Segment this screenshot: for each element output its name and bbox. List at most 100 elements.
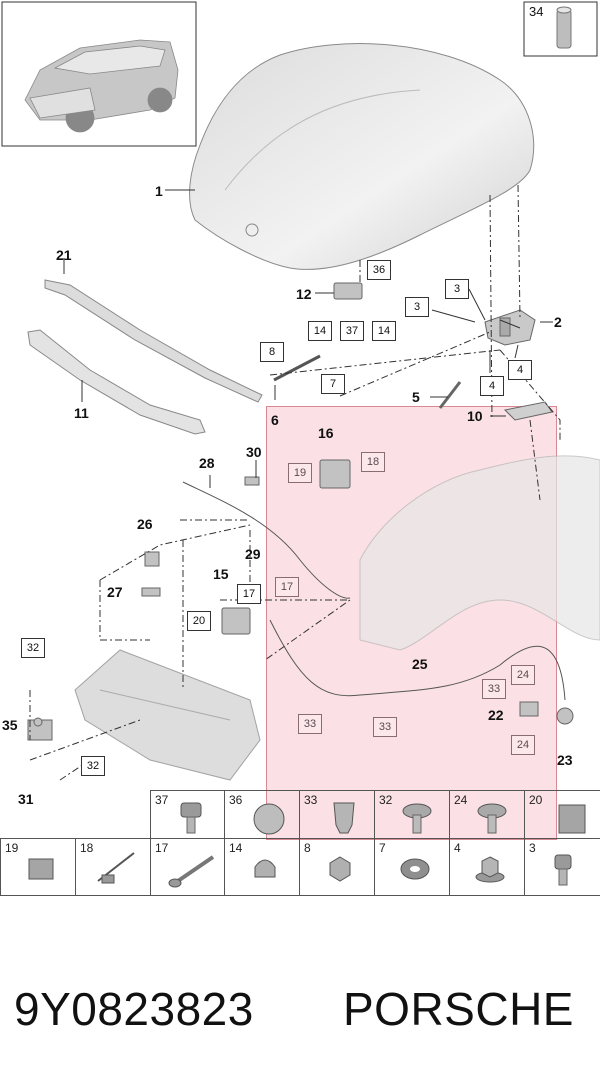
box-17a: 17 (275, 577, 299, 597)
parts-cell-label: 20 (529, 793, 543, 807)
box-33a: 33 (298, 714, 322, 734)
cap-nut-icon (254, 859, 276, 878)
callout-6: 6 (271, 412, 279, 428)
parts-cell-3: 3 (524, 838, 600, 896)
parts-cell-label: 37 (155, 793, 169, 807)
parts-cell-33: 33 (299, 790, 375, 839)
flange-nut-icon (475, 856, 505, 883)
long-bolt-icon (168, 855, 215, 888)
box-7: 7 (321, 374, 345, 394)
parts-cell-label: 14 (229, 841, 243, 855)
cable-28 (182, 481, 351, 599)
box-18: 18 (361, 452, 385, 472)
callout-29: 29 (245, 546, 261, 562)
hood-hinge-2 (484, 309, 536, 346)
parts-cell-19: 19 (0, 838, 76, 896)
cable-25 (269, 619, 566, 701)
bracket-10 (503, 401, 553, 421)
callout-25: 25 (412, 656, 428, 672)
box-19: 19 (288, 463, 312, 483)
box-17b: 17 (237, 584, 261, 604)
washer-icon (400, 858, 430, 880)
parts-cell-8: 8 (299, 838, 375, 896)
box-20: 20 (187, 611, 211, 631)
callout-11: 11 (74, 405, 89, 421)
parts-cell-7: 7 (374, 838, 450, 896)
parts-cell-24: 24 (449, 790, 525, 839)
box-14a: 14 (308, 321, 332, 341)
parts-cell-label: 24 (454, 793, 468, 807)
box-8: 8 (260, 342, 284, 362)
parts-cell-label: 36 (229, 793, 243, 807)
brand-name: PORSCHE (343, 983, 574, 1035)
box-24b: 24 (511, 735, 535, 755)
parts-cell-label: 33 (304, 793, 318, 807)
box-32b: 32 (81, 756, 105, 776)
cable-tie-icon (97, 852, 135, 884)
box-3a: 3 (445, 279, 469, 299)
parts-cell-label: 19 (5, 841, 19, 855)
callout-15: 15 (213, 566, 229, 582)
box-36: 36 (367, 260, 391, 280)
seal-21 (44, 279, 263, 403)
bracket-icon (558, 804, 586, 834)
callout-26: 26 (137, 516, 153, 532)
callout-27: 27 (107, 584, 123, 600)
hood-panel (189, 43, 535, 270)
parts-cell-label: 17 (155, 841, 169, 855)
parts-cell-32: 32 (374, 790, 450, 839)
exploded-diagram (1, 1, 600, 781)
parts-cell-17: 17 (150, 838, 225, 896)
screw-icon (477, 803, 507, 834)
parts-cell-label: 32 (379, 793, 393, 807)
box-3b: 3 (405, 297, 429, 317)
screw-icon (402, 803, 432, 834)
parts-cell-37: 37 (150, 790, 225, 839)
box-32a: 32 (21, 638, 45, 658)
parts-cell-20: 20 (524, 790, 600, 839)
parts-cell-14: 14 (224, 838, 300, 896)
parts-cell-label: 18 (80, 841, 94, 855)
callout-2: 2 (554, 314, 562, 330)
parts-cell-4: 4 (449, 838, 525, 896)
lock-carrier (74, 649, 261, 781)
box-33c: 33 (482, 679, 506, 699)
bolt-icon (554, 854, 572, 886)
box-4a: 4 (508, 360, 532, 380)
callout-16: 16 (318, 425, 334, 441)
callout-23: 23 (557, 752, 573, 768)
parts-cell-label: 4 (454, 841, 461, 855)
callout-30: 30 (246, 444, 262, 460)
callout-12: 12 (296, 286, 312, 302)
parts-cell-label: 3 (529, 841, 536, 855)
parts-table: 37 36 33 32 24 20 19 18 17 14 8 (0, 790, 600, 896)
box-4b: 4 (480, 376, 504, 396)
seal-11 (27, 329, 206, 435)
callout-1: 1 (155, 183, 163, 199)
callout-21: 21 (56, 247, 72, 263)
bolt-icon (180, 802, 202, 834)
box-37: 37 (340, 321, 364, 341)
callout-22: 22 (488, 707, 504, 723)
callout-35: 35 (2, 717, 18, 733)
small-parts (27, 282, 574, 741)
box-24a: 24 (511, 665, 535, 685)
callout-5: 5 (412, 389, 420, 405)
callout-10: 10 (467, 408, 483, 424)
parts-cell-18: 18 (75, 838, 151, 896)
holder-icon (28, 858, 54, 880)
callout-31: 31 (18, 791, 34, 807)
parts-cell-label: 7 (379, 841, 386, 855)
clip-icon (333, 802, 355, 834)
box-14b: 14 (372, 321, 396, 341)
inset-34-label: 34 (529, 4, 544, 19)
parts-cell-36: 36 (224, 790, 300, 839)
fender-ghost (359, 455, 600, 651)
car-icon (24, 39, 179, 133)
callout-28: 28 (199, 455, 215, 471)
nut-icon (329, 856, 351, 882)
sleeve-icon (556, 6, 572, 49)
part-number: 9Y0823823 (14, 983, 254, 1035)
cap-nut-icon (253, 803, 285, 835)
box-33b: 33 (373, 717, 397, 737)
